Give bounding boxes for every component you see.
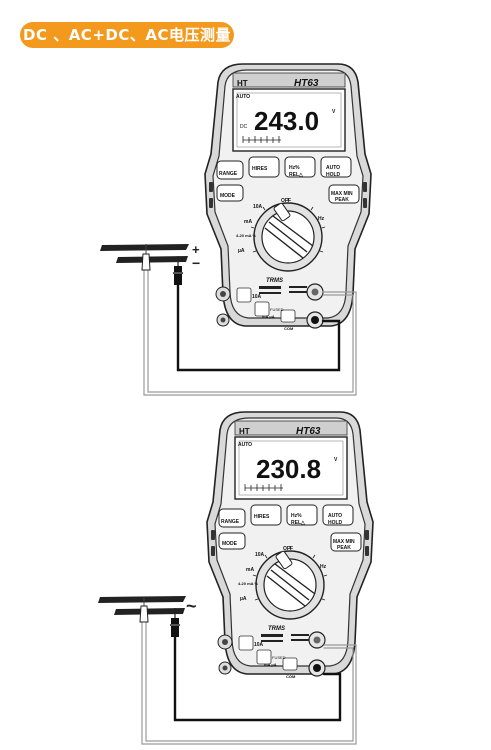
jack-10a-label-2: 10A xyxy=(254,642,264,648)
jack-com-label-1: COM xyxy=(284,326,294,331)
test-probe-red-1 xyxy=(141,244,151,271)
model-name-2: HT63 xyxy=(296,426,321,437)
dial-ma-2: mA xyxy=(246,567,254,573)
lcd-unit-1: V xyxy=(332,109,336,115)
trms-label-1: TRMS xyxy=(266,278,283,284)
lcd-unit-2: V xyxy=(334,457,338,463)
lcd-auto-1: AUTO xyxy=(236,94,250,100)
polarity-plus: + xyxy=(192,242,200,257)
key-peak-2[interactable]: PEAK xyxy=(337,545,351,551)
key-rel-1[interactable]: REL△ xyxy=(289,172,303,178)
key-hz-1[interactable]: Hz% xyxy=(289,165,300,171)
key-range-2[interactable]: RANGE xyxy=(221,519,240,525)
trms-label-2: TRMS xyxy=(268,626,285,632)
ac-symbol: ~ xyxy=(186,596,197,616)
lcd-reading-2: 230.8 xyxy=(256,454,321,484)
polarity-minus: − xyxy=(192,255,200,271)
fused-label-1: FUSED xyxy=(270,307,284,312)
key-hires-1[interactable]: HIRES xyxy=(252,166,268,172)
lcd-reading-1: 243.0 xyxy=(254,106,319,136)
test-probe-black-2 xyxy=(170,608,180,637)
multimeter-1: + − HT HT63 AUTO DC 243.0 V RANGE HIRES … xyxy=(100,63,372,396)
dial-hz-2: Hz xyxy=(320,564,327,570)
test-probe-red-2 xyxy=(139,598,149,623)
multimeter-2: ~ HT HT63 AUTO 230.8 V RANGE HIRES Hz% R… xyxy=(98,411,374,745)
key-rel-2[interactable]: REL△ xyxy=(291,520,305,526)
bus-conductors-2 xyxy=(98,596,186,615)
jack-com-label-2: COM xyxy=(286,674,296,679)
dial-off-2: OFF xyxy=(283,546,293,552)
key-maxmin-1[interactable]: MAX MIN xyxy=(331,191,353,197)
key-mode-1[interactable]: MODE xyxy=(220,193,236,199)
jack-ma-label-2: mA µA xyxy=(264,662,277,667)
test-probe-black-1 xyxy=(173,256,183,285)
dial-off-1: OFF xyxy=(281,198,291,204)
key-hold-1[interactable]: HOLD xyxy=(326,172,341,178)
key-hires-2[interactable]: HIRES xyxy=(254,514,270,520)
dial-10a-1: 10A xyxy=(253,204,263,210)
key-mode-2[interactable]: MODE xyxy=(222,541,238,547)
brand-logo-1: HT xyxy=(237,79,248,88)
dial-ma-1: mA xyxy=(244,219,252,225)
dial-pct-2: 4-20 mA % xyxy=(238,581,259,586)
key-maxmin-2[interactable]: MAX MIN xyxy=(333,539,355,545)
dial-10a-2: 10A xyxy=(255,552,265,558)
key-hz-2[interactable]: Hz% xyxy=(291,513,302,519)
key-hold-2[interactable]: HOLD xyxy=(328,520,343,526)
key-peak-1[interactable]: PEAK xyxy=(335,197,349,203)
model-name-1: HT63 xyxy=(294,78,319,89)
section-title: DC 、AC+DC、AC电压测量 xyxy=(20,22,234,48)
fused-label-2: FUSED xyxy=(272,655,286,660)
dial-pct-1: 4-20 mA % xyxy=(236,233,257,238)
key-auto-1[interactable]: AUTO xyxy=(326,165,340,171)
key-auto-2[interactable]: AUTO xyxy=(328,513,342,519)
lcd-dc-tag-1: DC xyxy=(240,124,248,130)
dial-ua-2: µA xyxy=(240,596,247,602)
key-range-1[interactable]: RANGE xyxy=(219,171,238,177)
bus-conductors-1 xyxy=(100,244,189,263)
jack-10a-label-1: 10A xyxy=(252,294,262,300)
lcd-auto-2: AUTO xyxy=(238,442,252,448)
jack-ma-label-1: mA µA xyxy=(262,314,275,319)
dial-ua-1: µA xyxy=(238,248,245,254)
dial-hz-1: Hz xyxy=(318,216,325,222)
brand-logo-2: HT xyxy=(239,427,250,436)
